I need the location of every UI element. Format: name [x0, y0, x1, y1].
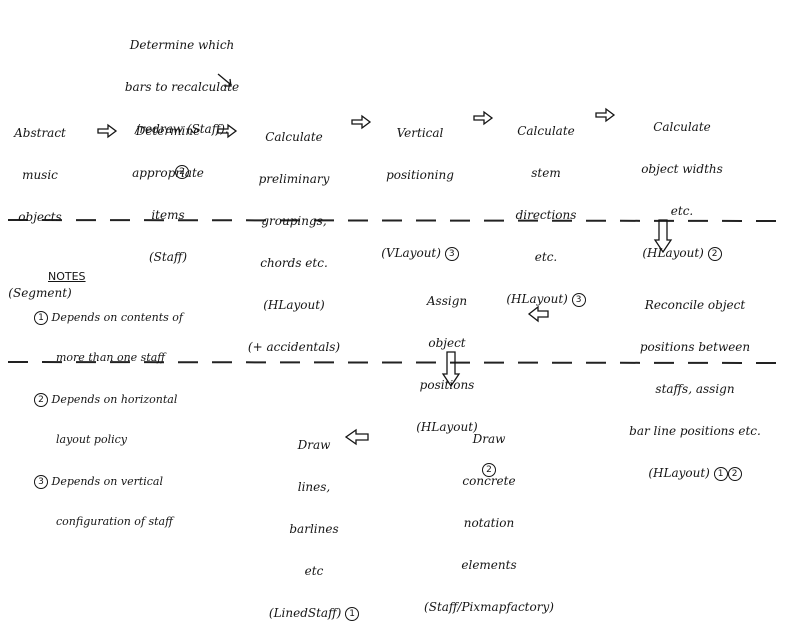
step-line: etc. — [534, 250, 558, 264]
notes-block: NOTES 1 Depends on contents of more than… — [34, 244, 244, 541]
notes-title: NOTES — [48, 270, 86, 283]
step-reconcile-positions: Reconcile object positions between staff… — [604, 270, 786, 495]
step-line: groupings, — [261, 214, 327, 228]
arrow-icon — [217, 123, 238, 139]
step-draw-notation: Draw concrete notation elements (Staff/P… — [404, 404, 574, 628]
step-line: barlines — [289, 522, 339, 536]
step-line: Draw — [297, 438, 331, 452]
step-assign-positions: Assign object positions (HLayout) 2 — [392, 266, 502, 491]
step-line: Abstract — [14, 126, 66, 140]
step-line: chords etc. — [260, 256, 328, 270]
step-line: Calculate — [653, 120, 711, 134]
step-line: concrete — [462, 474, 516, 488]
step-line — [368, 210, 472, 218]
diagonal-arrow-icon — [217, 73, 232, 87]
note-marker: 3 — [571, 292, 586, 307]
step-line: Reconcile object — [644, 298, 746, 312]
step-line: (HLayout) — [263, 298, 325, 312]
down-arrow-icon — [441, 351, 461, 388]
separator-bottom — [7, 361, 781, 364]
step-line: (HLayout) — [416, 420, 478, 434]
note-marker: 1 — [713, 466, 728, 481]
arrow-icon — [595, 107, 616, 123]
down-arrow-icon — [653, 219, 673, 254]
note-marker: 2 — [34, 393, 48, 407]
step-line: directions — [515, 208, 577, 222]
step-line: Determine — [135, 124, 201, 138]
step-line: (VLayout) — [381, 246, 441, 260]
step-line: Vertical — [396, 126, 444, 140]
arrow-icon — [97, 123, 118, 139]
step-line: Calculate — [517, 124, 575, 138]
separator-top — [7, 219, 781, 222]
note-marker: 2 — [482, 462, 496, 477]
note-marker: 1 — [34, 311, 48, 325]
step-line: notation — [463, 516, 515, 530]
top-note-line: /redraw (Staff). — [135, 122, 229, 136]
step-line: lines, — [297, 480, 331, 494]
step-line: (+ accidentals) — [247, 340, 341, 354]
step-abstract-objects: Abstract music objects (Segment) — [0, 98, 80, 314]
step-line: stem — [531, 166, 561, 180]
top-note-line: bars to recalculate — [124, 80, 240, 94]
step-line: music — [22, 168, 58, 182]
left-arrow-icon — [527, 305, 549, 323]
note-marker: 2 — [707, 246, 722, 261]
top-note: Determine which bars to recalculate /red… — [112, 10, 252, 193]
step-line: object widths — [641, 162, 723, 176]
step-calculate-groupings: Calculate preliminary groupings, chords … — [238, 102, 350, 368]
step-line: preliminary — [258, 172, 330, 186]
step-line: (HLayout) — [506, 292, 568, 306]
arrow-icon — [473, 110, 494, 126]
step-line: items — [151, 208, 185, 222]
step-line: Assign — [426, 294, 468, 308]
note-line: Depends on contents of — [51, 311, 184, 324]
step-line: staffs, assign — [655, 382, 735, 396]
note-marker: 1 — [345, 606, 360, 621]
note-line: Depends on vertical — [51, 475, 164, 488]
step-line: Draw — [472, 432, 506, 446]
step-stem-directions: Calculate stem directions etc. (HLayout)… — [494, 96, 598, 321]
step-line: appropriate — [132, 166, 204, 180]
step-line: positioning — [386, 168, 454, 182]
step-line: (LinedStaff) — [268, 606, 342, 620]
step-line: positions — [419, 378, 475, 392]
step-line: (Segment) — [8, 286, 72, 300]
step-object-widths: Calculate object widths etc. (HLayout) 2 — [616, 92, 748, 275]
step-line: bar line positions etc. — [629, 424, 761, 438]
step-line: (HLayout) — [648, 466, 710, 480]
step-line: objects — [18, 210, 62, 224]
step-line: (Staff/Pixmapfactory) — [424, 600, 554, 614]
arrow-icon — [351, 114, 372, 130]
note-marker: 2 — [727, 466, 742, 481]
step-vertical-positioning: Vertical positioning (VLayout) 3 — [368, 98, 472, 275]
note-marker: 2 — [175, 164, 189, 179]
step-determine-items: Determine appropriate items (Staff) — [118, 96, 218, 278]
left-arrow-icon — [344, 428, 369, 446]
step-line: Calculate — [265, 130, 323, 144]
note-marker: 3 — [444, 246, 459, 261]
note-line: layout policy — [56, 433, 127, 446]
note-line: Depends on horizontal — [51, 393, 178, 406]
step-line: (Staff) — [148, 250, 188, 264]
step-draw-lines: Draw lines, barlines etc (LinedStaff) 1 — [254, 410, 374, 635]
step-line: etc. — [670, 204, 694, 218]
step-line: object — [428, 336, 466, 350]
step-line: elements — [461, 558, 517, 572]
step-line: (HLayout) — [642, 246, 704, 260]
top-note-line: Determine which — [129, 38, 235, 52]
note-marker: 3 — [34, 475, 48, 489]
step-line: etc — [304, 564, 324, 578]
step-line: positions between — [639, 340, 751, 354]
note-line: more than one staff — [56, 351, 166, 364]
diagram-canvas — [7, 73, 781, 446]
note-line: configuration of staff — [56, 515, 173, 528]
